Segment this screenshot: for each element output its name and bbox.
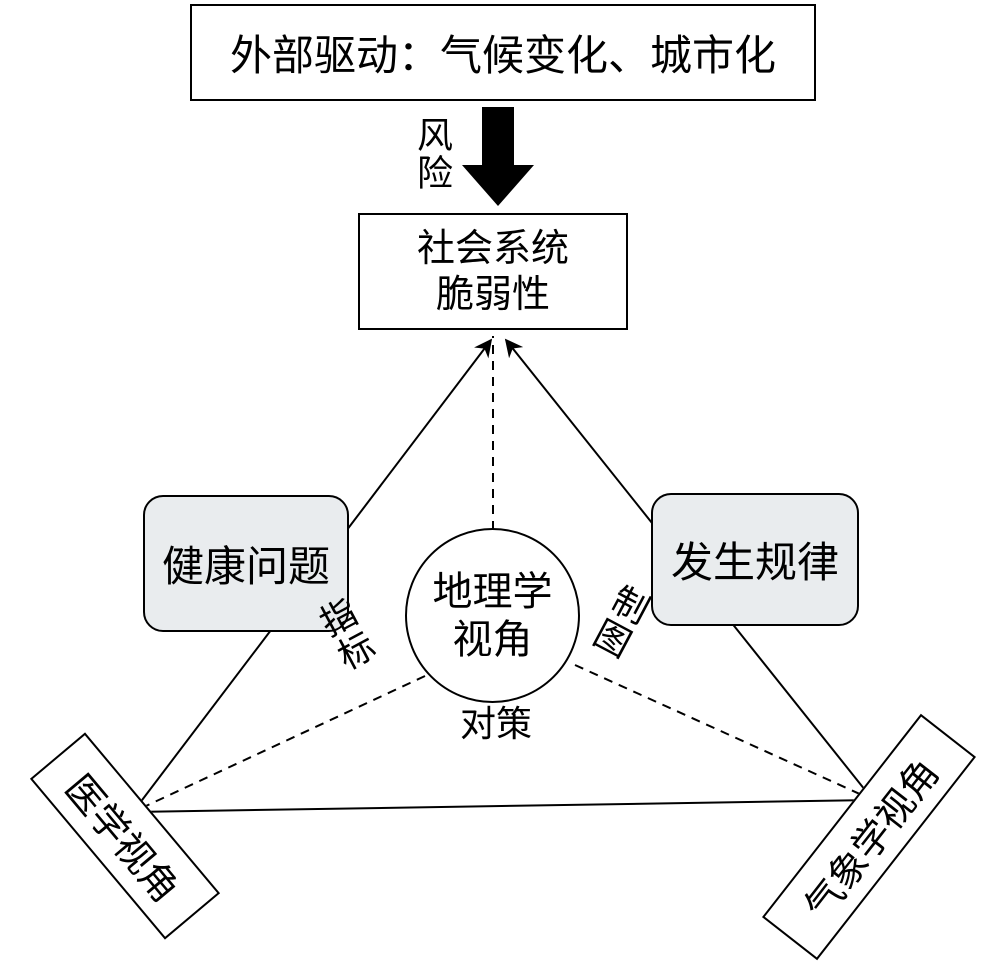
geography-circle: 地理学 视角	[405, 528, 580, 703]
vulnerability-line1: 社会系统	[416, 225, 569, 270]
geography-line1: 地理学	[432, 568, 553, 615]
health-label: 健康问题	[161, 542, 330, 591]
vulnerability-box: 社会系统 脆弱性	[358, 213, 628, 330]
pattern-box: 发生规律	[651, 493, 859, 626]
health-box: 健康问题	[143, 495, 349, 632]
risk-label: 风险	[411, 116, 452, 192]
edge-medical-to-meteorology	[132, 799, 874, 813]
countermeasure-label: 对策	[460, 704, 533, 745]
dashed-geography-to-meteorology	[574, 664, 874, 801]
geography-line2: 视角	[452, 616, 533, 663]
vulnerability-line2: 脆弱性	[435, 271, 550, 316]
driver-box: 外部驱动：气候变化、城市化	[190, 4, 816, 101]
dashed-geography-to-medical	[132, 675, 426, 813]
risk-arrow	[462, 107, 534, 206]
driver-label: 外部驱动：气候变化、城市化	[229, 31, 776, 80]
pattern-label: 发生规律	[670, 538, 839, 587]
